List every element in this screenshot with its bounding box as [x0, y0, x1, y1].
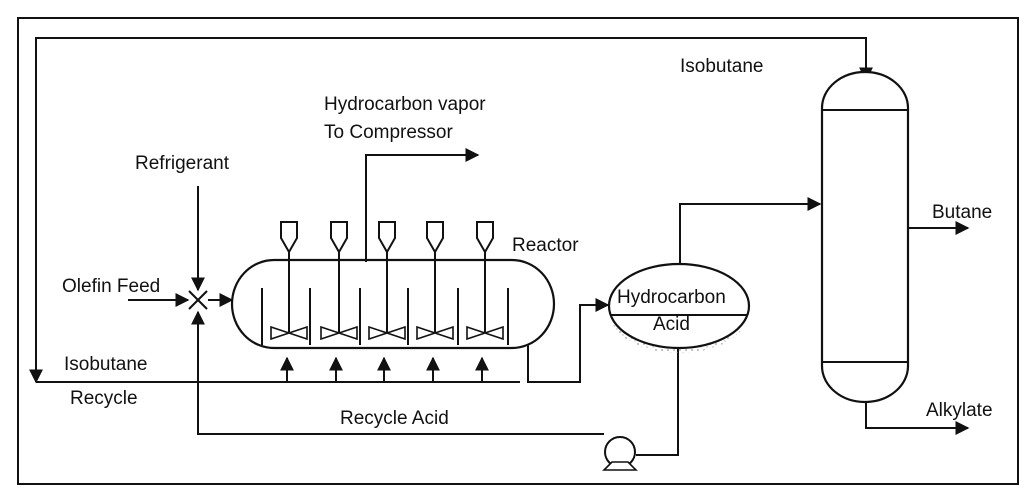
label-isobutane-top: Isobutane — [680, 56, 763, 77]
label-refrigerant: Refrigerant — [135, 153, 230, 174]
alkylate-draw-line — [865, 402, 970, 435]
distillation-column — [820, 70, 910, 404]
agitators — [270, 221, 504, 341]
label-reactor: Reactor — [512, 235, 579, 256]
acid-settler — [607, 262, 751, 353]
label-vapor-line2: To Compressor — [324, 122, 453, 143]
agitator-2 — [320, 221, 358, 341]
isobutane-recycle-line — [29, 37, 873, 384]
recycle-acid-return-line — [191, 310, 604, 435]
label-butane: Butane — [932, 202, 992, 223]
agitator-4 — [416, 221, 454, 341]
recycle-acid-line — [636, 348, 679, 456]
reactor-vessel — [230, 258, 556, 350]
mixing-point-symbol — [188, 290, 208, 310]
label-hc-acid-line2: Acid — [653, 314, 690, 335]
reactor-to-settler-line — [527, 298, 610, 383]
agitator-5 — [466, 221, 504, 341]
agitator-3 — [368, 221, 406, 341]
recycle-acid-pump — [602, 436, 638, 471]
label-isobutane-recycle-line2: Recycle — [70, 388, 138, 409]
label-recycle-acid: Recycle Acid — [340, 408, 449, 429]
feed-risers — [280, 356, 489, 382]
label-alkylate: Alkylate — [926, 400, 993, 421]
settler-to-column-line — [679, 197, 822, 264]
agitator-1 — [270, 221, 308, 341]
label-vapor-line1: Hydrocarbon vapor — [324, 94, 486, 115]
label-hc-acid-line1: Hydrocarbon — [617, 287, 726, 308]
vapor-to-compressor-line — [365, 148, 480, 262]
label-olefin-feed: Olefin Feed — [62, 276, 160, 297]
diagram-border — [17, 17, 1019, 485]
label-isobutane-recycle-line1: Isobutane — [64, 354, 147, 375]
